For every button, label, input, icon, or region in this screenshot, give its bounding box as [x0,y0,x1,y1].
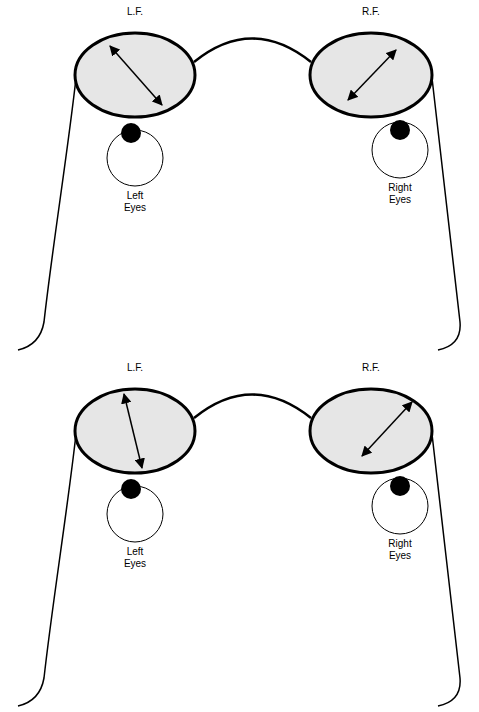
right-lens [310,33,432,117]
glasses-bottom [18,389,460,706]
eye-label: Right Eyes [380,182,420,206]
pupil [121,479,141,499]
lens-label: R.F. [351,362,391,374]
polarization-arrow [362,402,412,456]
right-temple [432,434,460,706]
right-lens [310,389,432,473]
polarization-arrow [124,394,142,468]
eye-label: Left Eyes [115,546,155,570]
bridge [194,39,311,63]
pupil [121,123,141,143]
eye-label: Left Eyes [115,190,155,214]
polarization-arrow [348,50,396,100]
lens-label: R.F. [351,6,391,18]
lens-label: L.F. [115,362,155,374]
lens-label: L.F. [115,6,155,18]
glasses-top [18,33,460,350]
right-temple [432,78,460,350]
polarization-arrow [110,46,162,105]
left-lens [75,389,195,473]
eye-label: Right Eyes [380,538,420,562]
left-temple [18,434,76,706]
pupil [390,120,410,140]
pupil [390,476,410,496]
bridge [194,395,311,419]
left-temple [18,78,76,350]
left-lens [75,33,195,117]
